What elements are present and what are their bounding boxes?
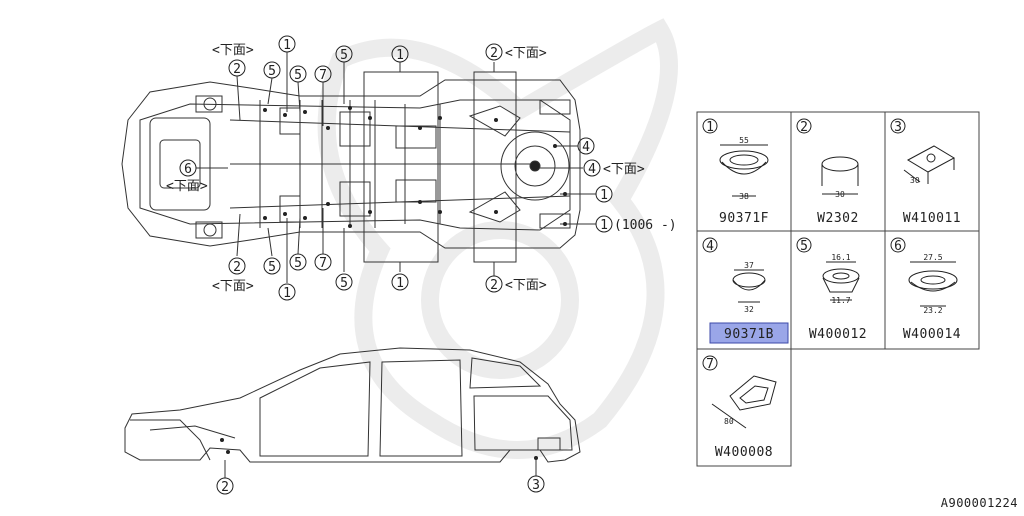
highlighted-part-box [709, 322, 789, 344]
callout-1: 1 [283, 38, 291, 53]
side-callouts: 2 3 [216, 475, 545, 495]
dim-37: 37 [744, 261, 754, 270]
dim-27-5: 27.5 [923, 253, 942, 262]
dim-32: 32 [744, 305, 754, 314]
callout-6: 6 [184, 162, 192, 177]
callout-5: 5 [294, 256, 302, 271]
lower-face-note: <下面> [166, 179, 208, 194]
part-number-5: W400012 [809, 327, 867, 342]
callout-5: 5 [340, 48, 348, 63]
part-ref-1: 1 [706, 120, 714, 135]
pad-icon [729, 375, 777, 411]
range-note: (1006 -) [614, 218, 677, 233]
grommet-icon [908, 270, 958, 290]
part-ref-2: 2 [800, 120, 808, 135]
callout-1: 1 [600, 188, 608, 203]
part-ref-6: 6 [894, 239, 902, 254]
plan-callouts [179, 35, 613, 301]
callout-5: 5 [294, 68, 302, 83]
callout-2: 2 [490, 46, 498, 61]
callout-1: 1 [283, 286, 291, 301]
grommet-icon [822, 268, 860, 284]
callout-5: 5 [340, 276, 348, 291]
dim-80: 80 [724, 417, 734, 426]
callout-2: 2 [233, 260, 241, 275]
part-cell-3[interactable]: 3 30 W410011 [890, 118, 961, 226]
plan-callout-texts: 1 2 5 5 7 5 1 2 6 4 4 1 1 2 5 5 7 5 1 1 … [184, 38, 608, 301]
part-cell-1[interactable]: 1 55 38 90371F [702, 118, 769, 226]
part-number-4: 90371B [724, 327, 774, 342]
callout-5: 5 [268, 260, 276, 275]
callout-2: 2 [490, 278, 498, 293]
callout-2: 2 [233, 62, 241, 77]
lower-face-note: <下面> [505, 46, 547, 61]
lower-face-notes: <下面> <下面> <下面> <下面> <下面> <下面> (1006 -) [166, 43, 677, 294]
dim-16-1: 16.1 [831, 253, 850, 262]
grommet-icon [719, 150, 769, 170]
callout-7: 7 [319, 68, 327, 83]
part-ref-3: 3 [894, 120, 902, 135]
dim-23-2: 23.2 [923, 306, 942, 315]
callout-1: 1 [600, 218, 608, 233]
part-number-3: W410011 [903, 211, 961, 226]
lower-face-note: <下面> [212, 43, 254, 58]
diagram-code: A900001224 [940, 496, 1018, 510]
callout-7: 7 [319, 256, 327, 271]
dim-55: 55 [739, 136, 749, 145]
part-ref-7: 7 [706, 357, 714, 372]
underbody-plan-view [121, 52, 596, 283]
part-ref-5: 5 [800, 239, 808, 254]
fastener-points [263, 106, 567, 228]
side-fastener-points [220, 438, 538, 460]
part-number-1: 90371F [719, 211, 769, 226]
clip-icon [906, 145, 956, 173]
dim-30: 30 [835, 190, 845, 199]
dim-11-7: 11.7 [831, 296, 850, 305]
callout-1: 1 [396, 48, 404, 63]
callout-2: 2 [221, 480, 229, 495]
lower-face-note: <下面> [505, 278, 547, 293]
callout-4: 4 [588, 162, 596, 177]
part-ref-4: 4 [706, 239, 714, 254]
watermark-logo [317, 18, 678, 459]
lower-face-note: <下面> [603, 162, 645, 177]
part-number-2: W2302 [817, 211, 859, 226]
part-cell-5[interactable]: 5 16.1 11.7 W400012 [796, 237, 867, 342]
part-number-7: W400008 [715, 445, 773, 460]
part-number-6: W400014 [903, 327, 961, 342]
callout-3: 3 [532, 478, 540, 493]
plug-icon [821, 156, 859, 172]
callout-4: 4 [582, 140, 590, 155]
part-cell-4[interactable]: 4 37 32 90371B [702, 237, 789, 344]
dim-30: 30 [910, 176, 920, 185]
callout-5: 5 [268, 64, 276, 79]
lower-face-note: <下面> [212, 279, 254, 294]
part-cell-7[interactable]: 7 80 W400008 [702, 355, 777, 460]
side-body-view [124, 347, 581, 478]
dim-38: 38 [739, 192, 749, 201]
part-cell-2[interactable]: 2 30 W2302 [796, 118, 859, 226]
part-cell-6[interactable]: 6 27.5 23.2 W400014 [890, 237, 961, 342]
parts-table [696, 111, 980, 467]
callout-1: 1 [396, 276, 404, 291]
